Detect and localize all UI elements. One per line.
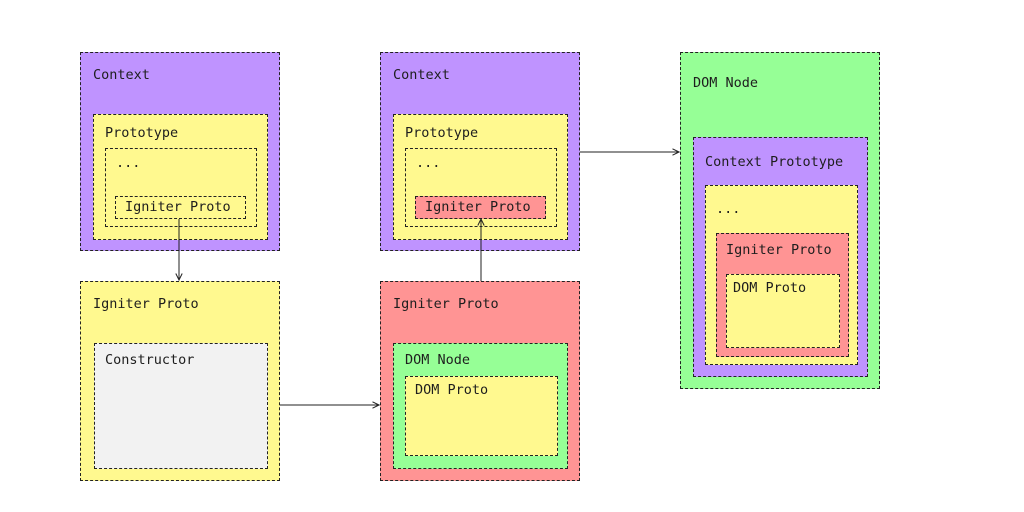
prototype-chain-box: ... Igniter Proto DOM Proto (705, 185, 858, 365)
constructor-label: Constructor (105, 352, 195, 368)
ellipsis-label: ... (716, 201, 741, 217)
prototype-box: Prototype ... Igniter Proto (93, 114, 268, 240)
prototype-label: Prototype (105, 125, 179, 141)
dom-proto-label: DOM Proto (733, 280, 807, 296)
context-label: Context (393, 67, 450, 83)
igniter-proto-ref-box: Igniter Proto (115, 196, 246, 219)
dom-node-box-main: DOM Node Context Prototype ... Igniter P… (680, 52, 880, 389)
prototype-label: Prototype (405, 125, 479, 141)
igniter-proto-label: Igniter Proto (393, 296, 499, 312)
dom-proto-box: DOM Proto (726, 274, 840, 348)
igniter-proto-ref-box: Igniter Proto (415, 196, 546, 219)
context-prototype-box: Context Prototype ... Igniter Proto DOM … (693, 137, 868, 377)
dom-node-box: DOM Node DOM Proto (393, 343, 568, 469)
igniter-proto-box-1: Igniter Proto Constructor (80, 281, 280, 481)
igniter-proto-box-2: Igniter Proto DOM Node DOM Proto (380, 281, 580, 481)
dom-node-label: DOM Node (405, 352, 471, 368)
dom-proto-label: DOM Proto (415, 382, 489, 398)
ellipsis-label: ... (116, 155, 141, 171)
dom-node-label: DOM Node (693, 75, 759, 91)
igniter-proto-label: Igniter Proto (726, 242, 832, 258)
prototype-chain-box: ... Igniter Proto (105, 148, 257, 227)
igniter-proto-label: Igniter Proto (425, 199, 531, 215)
context-box-1: Context Prototype ... Igniter Proto (80, 52, 280, 251)
igniter-proto-box: Igniter Proto DOM Proto (716, 233, 849, 357)
prototype-chain-box: ... Igniter Proto (405, 148, 557, 227)
igniter-proto-label: Igniter Proto (125, 199, 231, 215)
context-prototype-label: Context Prototype (705, 154, 844, 170)
context-label: Context (93, 67, 150, 83)
constructor-box: Constructor (94, 343, 268, 469)
ellipsis-label: ... (416, 155, 441, 171)
igniter-proto-label: Igniter Proto (93, 296, 199, 312)
dom-proto-box: DOM Proto (405, 376, 558, 456)
